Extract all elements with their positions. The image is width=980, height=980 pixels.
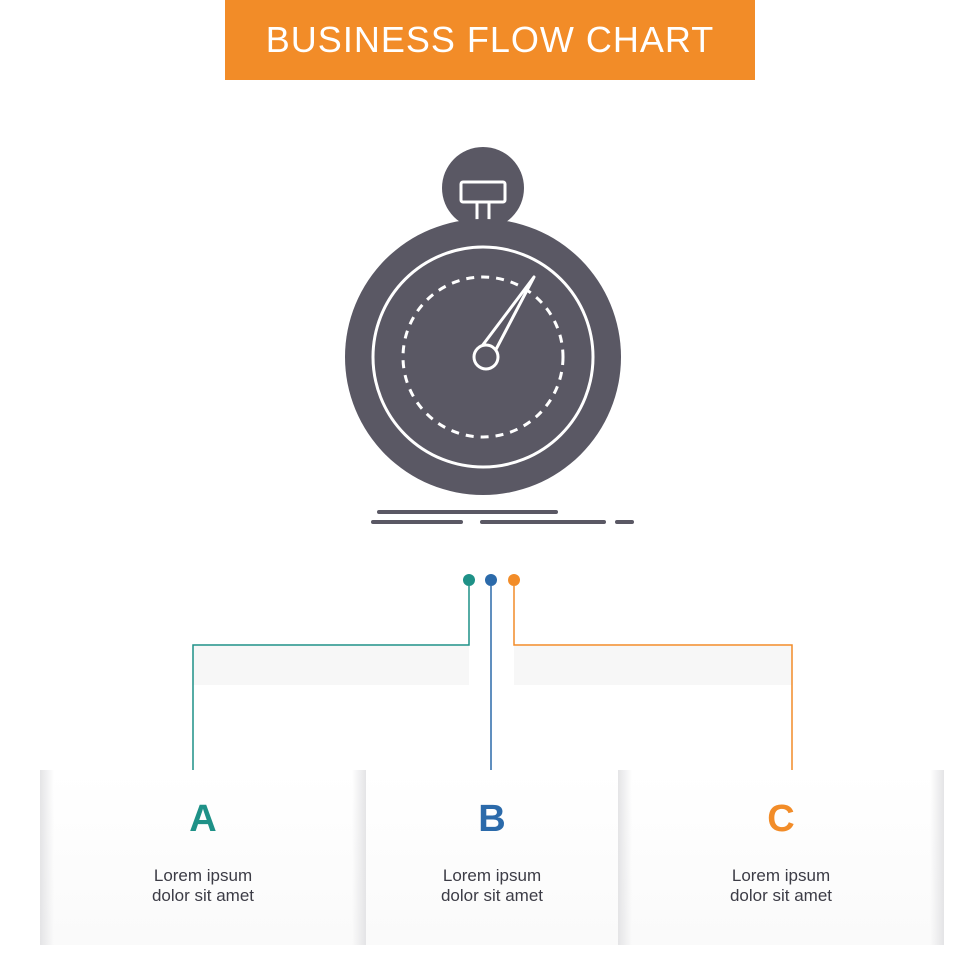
step-text-a-line1: Lorem ipsum: [153, 866, 253, 885]
step-text-b-line2: dolor sit amet: [440, 886, 544, 905]
title-banner: BUSINESS FLOW CHART: [225, 0, 755, 80]
step-text-c-line2: dolor sit amet: [729, 886, 833, 905]
step-text-a-line2: dolor sit amet: [151, 886, 255, 905]
step-text-b: Lorem ipsum dolor sit amet: [366, 866, 618, 906]
step-panel-a: A Lorem ipsum dolor sit amet: [40, 770, 366, 945]
step-panel-c: C Lorem ipsum dolor sit amet: [618, 770, 944, 945]
stopwatch-icon: [345, 147, 634, 524]
connector-line-c: [513, 586, 793, 782]
step-text-a: Lorem ipsum dolor sit amet: [40, 866, 366, 906]
chart-title: BUSINESS FLOW CHART: [265, 19, 715, 60]
connector-dot-c: [508, 574, 520, 586]
connector-line-a: [192, 586, 470, 782]
step-letter-a: A: [189, 798, 217, 840]
step-text-b-line1: Lorem ipsum: [442, 866, 542, 885]
step-letter-c: C: [767, 798, 795, 840]
step-letter-b: B: [478, 798, 506, 840]
connector-dot-a: [463, 574, 475, 586]
step-panel-b: B Lorem ipsum dolor sit amet: [366, 770, 618, 945]
step-text-c-line1: Lorem ipsum: [731, 866, 831, 885]
connector-dot-b: [485, 574, 497, 586]
step-text-c: Lorem ipsum dolor sit amet: [618, 866, 944, 906]
